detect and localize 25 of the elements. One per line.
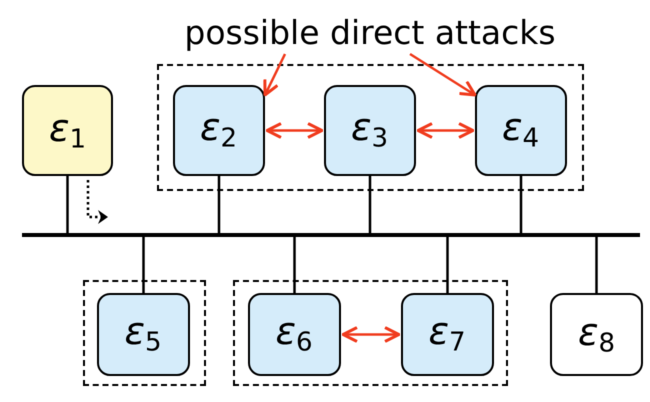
leader-arrow: [263, 53, 286, 96]
connector-line: [142, 235, 145, 293]
connector-line: [218, 176, 220, 235]
double-arrow: [416, 122, 474, 139]
annotation-text: possible direct attacks: [150, 12, 590, 52]
entity-box: ε$_{8}$: [550, 293, 643, 376]
dashed-group-box: [233, 280, 508, 386]
leader-arrow: [409, 52, 476, 96]
entity-box: ε$_{4}$: [474, 84, 566, 176]
connector-line: [446, 235, 449, 293]
double-arrow: [266, 122, 324, 139]
double-arrow: [342, 326, 400, 343]
entity-box: ε$_{5}$: [96, 292, 190, 376]
connector-line: [293, 235, 296, 293]
connector-line: [520, 176, 522, 235]
entity-box: ε$_{6}$: [248, 292, 340, 376]
entity-box: ε$_{1}$: [22, 85, 113, 176]
entity-box: ε$_{2}$: [172, 84, 264, 176]
entity-box: ε$_{3}$: [324, 84, 416, 176]
entity-box: ε$_{7}$: [400, 292, 494, 376]
connector-line: [368, 176, 372, 235]
connector-line: [66, 176, 69, 235]
connector-line: [595, 235, 598, 293]
dashed-group-box: [157, 64, 584, 191]
dashed-group-box: [83, 280, 206, 386]
